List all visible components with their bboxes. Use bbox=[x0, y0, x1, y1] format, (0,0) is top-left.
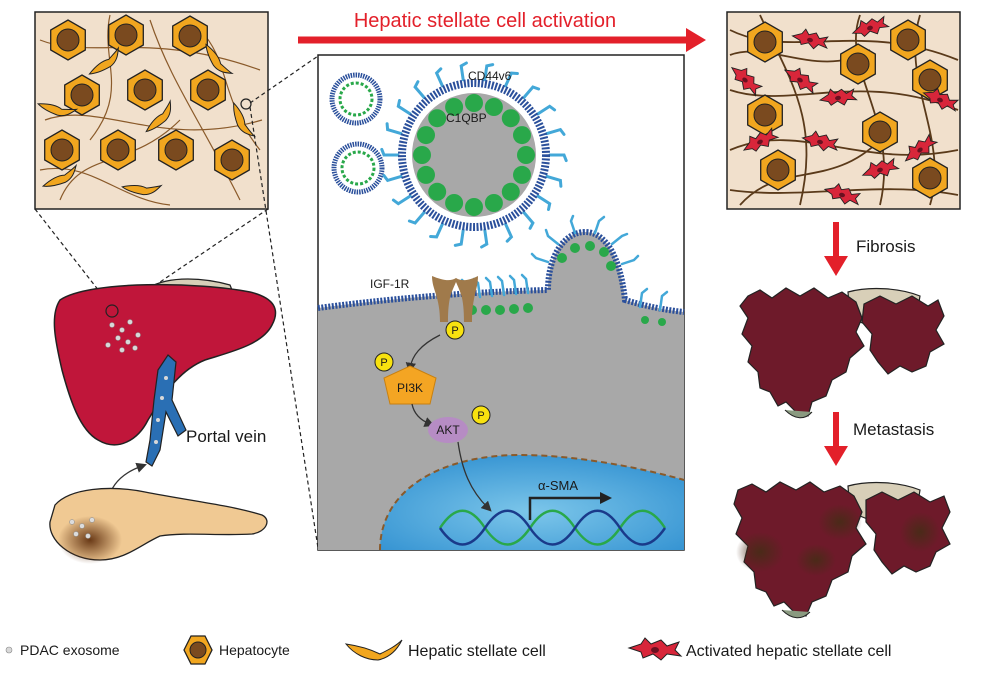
phospho-igf1r bbox=[445, 320, 465, 340]
hexagon-icon bbox=[183, 635, 213, 665]
activated-stellate-cell bbox=[861, 157, 900, 179]
exosome-small-1 bbox=[329, 72, 383, 126]
hepatocyte-cell bbox=[840, 43, 876, 85]
dna-strand-2 bbox=[438, 509, 667, 546]
hepatocyte-cell bbox=[64, 74, 100, 116]
legend-ahsc-item: Activated hepatic stellate cell bbox=[627, 637, 891, 661]
activated-liver-tissue bbox=[726, 11, 961, 210]
activated-stellate-cell bbox=[851, 15, 890, 37]
title: Hepatic stellate cell activation bbox=[354, 10, 616, 32]
activated-stellate-cell bbox=[904, 133, 939, 162]
hepatocyte-cell bbox=[127, 69, 163, 111]
activated-cell-icon bbox=[627, 637, 683, 661]
activated-stellate-cell bbox=[922, 87, 960, 112]
legend-exosome-item: PDAC exosome bbox=[5, 642, 120, 658]
hepatocyte-cell bbox=[214, 139, 250, 181]
activated-stellate-cell bbox=[818, 88, 858, 106]
arrow-akt-dna bbox=[457, 441, 492, 512]
legend-label-ahsc: Activated hepatic stellate cell bbox=[686, 643, 891, 660]
legend-label-exosome: PDAC exosome bbox=[20, 642, 120, 658]
exosome-large bbox=[380, 61, 568, 249]
cd44v6-label: CD44v6 bbox=[468, 69, 512, 83]
activated-stellate-cell bbox=[823, 183, 862, 206]
spindle-cell-icon bbox=[344, 639, 403, 661]
hepatocyte-cell bbox=[890, 19, 926, 61]
asma-label: α-SMA bbox=[538, 478, 578, 493]
activated-stellate-cell bbox=[742, 127, 780, 152]
hepatocyte-cell bbox=[158, 129, 194, 171]
metastatic-liver bbox=[733, 481, 951, 619]
p-label-2: P bbox=[380, 357, 387, 369]
p-label-3: P bbox=[477, 410, 484, 422]
hepatocyte-cell bbox=[862, 111, 898, 153]
exosome-small-2 bbox=[331, 141, 385, 195]
dna-strand-1 bbox=[438, 509, 667, 546]
pi3k-node bbox=[374, 352, 437, 405]
zoom-line-4 bbox=[249, 106, 319, 549]
hepatocyte-cell bbox=[44, 129, 80, 171]
hepatocyte-cell bbox=[50, 19, 86, 61]
arrow-igf1r-pi3k bbox=[405, 334, 441, 374]
legend-hepatocyte-item: Hepatocyte bbox=[183, 635, 290, 665]
c1qbp-label: C1QBP bbox=[446, 111, 487, 125]
activated-stellate-cell bbox=[791, 28, 829, 50]
metastasis-label: Metastasis bbox=[853, 420, 934, 439]
pancreas-illustration bbox=[49, 487, 268, 564]
arrow-pi3k-akt bbox=[411, 403, 435, 427]
akt-label: AKT bbox=[436, 423, 460, 437]
activated-stellate-cell bbox=[730, 66, 764, 97]
dot-icon bbox=[5, 646, 13, 654]
fibrotic-liver bbox=[739, 287, 945, 419]
cell-membrane bbox=[317, 228, 685, 315]
fibrosis-label: Fibrosis bbox=[856, 237, 916, 256]
stellate-cell bbox=[145, 99, 172, 133]
igf1r-receptor bbox=[432, 276, 478, 322]
portal-vein bbox=[145, 354, 187, 467]
legend: PDAC exosome Hepatocyte Hepatic stellate… bbox=[5, 635, 891, 665]
hepatocyte-cell bbox=[108, 14, 144, 56]
hepatocyte-cell bbox=[912, 157, 948, 199]
legend-hsc-item: Hepatic stellate cell bbox=[344, 639, 546, 661]
stellate-cell bbox=[41, 163, 77, 187]
portal-vein-label: Portal vein bbox=[186, 427, 266, 446]
hepatocyte-cell bbox=[172, 15, 208, 57]
activation-arrowhead bbox=[686, 28, 706, 52]
stellate-cell bbox=[205, 43, 234, 74]
nucleus bbox=[380, 455, 684, 550]
hepatocyte-cell bbox=[100, 129, 136, 171]
legend-label-hepatocyte: Hepatocyte bbox=[219, 642, 290, 658]
stellate-cell bbox=[121, 184, 163, 196]
stellate-cell bbox=[88, 46, 119, 75]
legend-label-hsc: Hepatic stellate cell bbox=[408, 643, 546, 660]
hepatocyte-cell bbox=[760, 149, 796, 191]
activated-stellate-cell bbox=[801, 130, 839, 152]
normal-liver-tissue bbox=[34, 11, 269, 210]
transcription-arrow bbox=[528, 496, 600, 520]
mechanism-panel bbox=[317, 54, 685, 551]
stellate-cell bbox=[36, 103, 79, 117]
hepatocyte-cell bbox=[747, 21, 783, 63]
pi3k-label: PI3K bbox=[397, 381, 423, 395]
p-label-1: P bbox=[451, 325, 458, 337]
hepatocyte-cell bbox=[747, 94, 783, 136]
akt-node bbox=[428, 405, 491, 443]
igf1r-label: IGF-1R bbox=[370, 277, 410, 291]
activated-stellate-cell bbox=[783, 67, 819, 95]
fusion-cargo bbox=[467, 241, 666, 326]
hepatocyte-cell bbox=[190, 69, 226, 111]
